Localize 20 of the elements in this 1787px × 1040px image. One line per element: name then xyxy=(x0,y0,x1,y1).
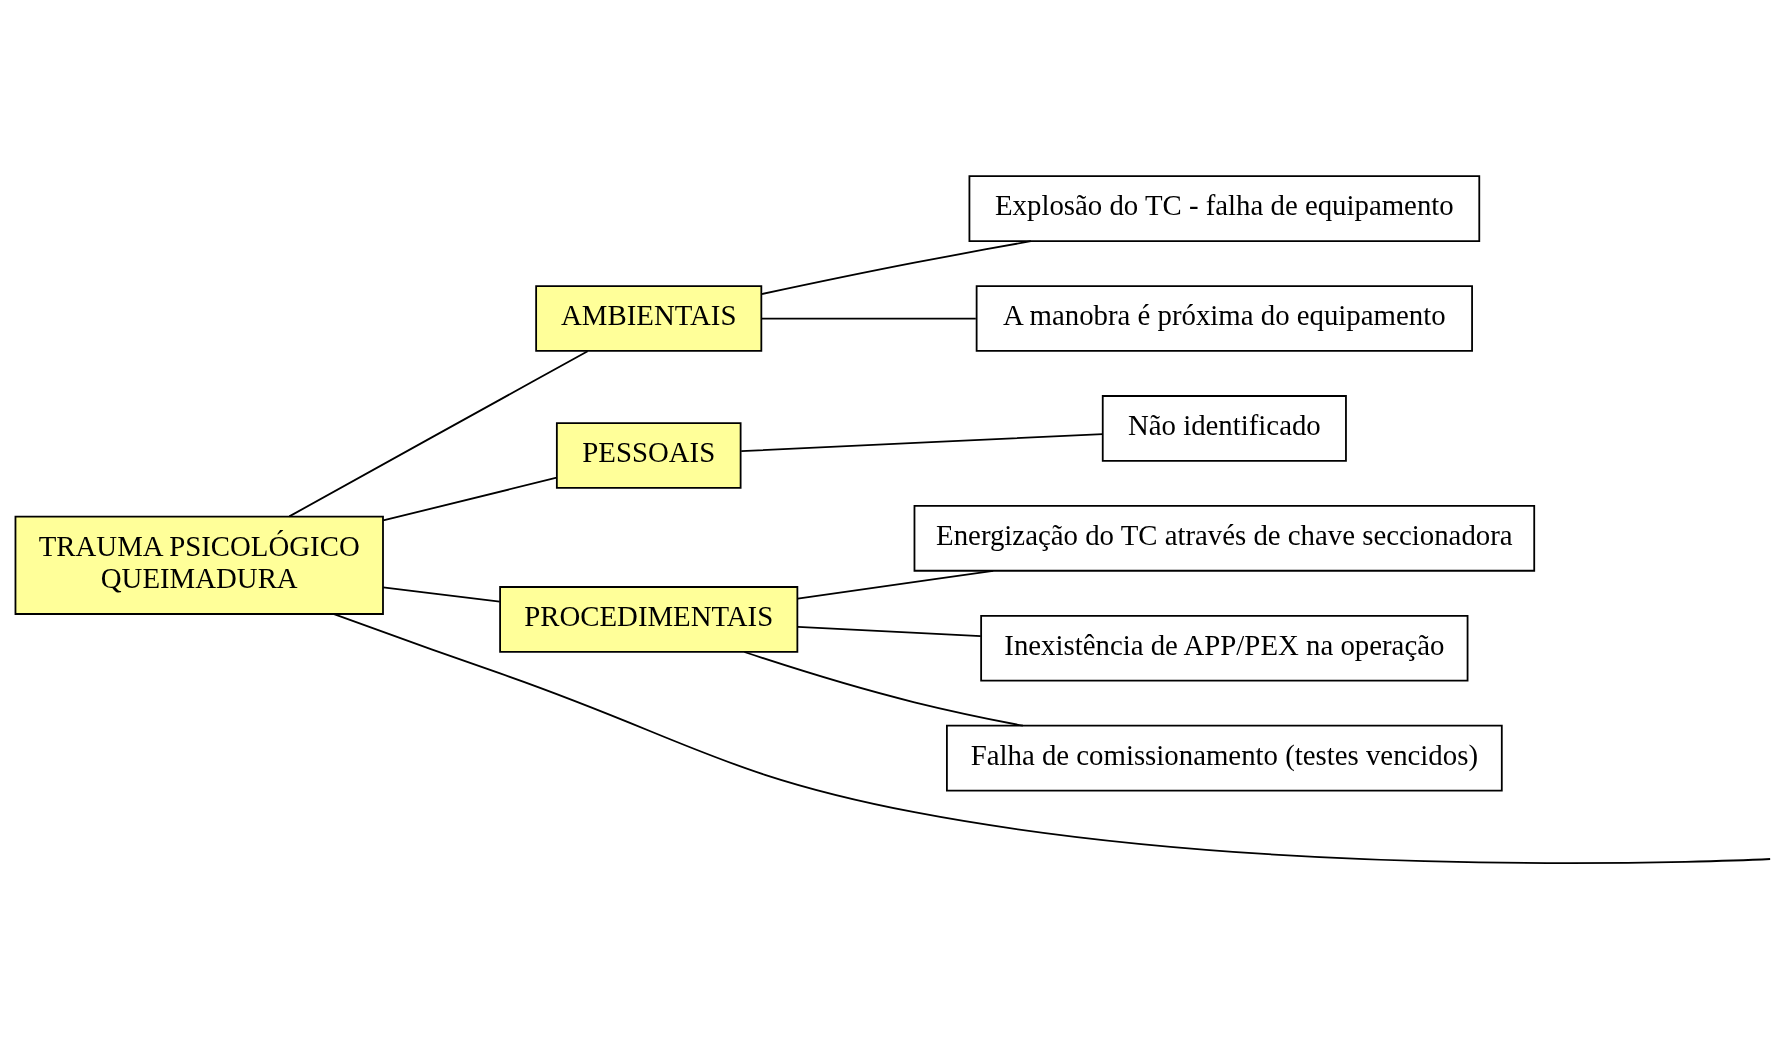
node-box: TRAUMA PSICOLÓGICO QUEIMADURA xyxy=(14,515,384,615)
connector xyxy=(382,476,558,522)
connector xyxy=(760,317,977,320)
node-box: Explosão do TC - falha de equipamento xyxy=(968,175,1481,242)
node-box: Energização do TC através de chave seccionadora xyxy=(913,505,1536,572)
node-box: PROCEDIMENTAIS xyxy=(499,586,799,653)
node-box: AMBIENTAIS xyxy=(535,285,763,352)
connector xyxy=(796,625,982,637)
node-box: Não identificado xyxy=(1101,395,1347,462)
connector xyxy=(796,569,995,600)
connector xyxy=(743,651,1024,727)
connector xyxy=(382,586,501,603)
connector xyxy=(333,613,1772,864)
connector xyxy=(288,350,589,518)
node-box: Inexistência de APP/PEX na operação xyxy=(980,614,1469,682)
node-box: PESSOAIS xyxy=(555,422,742,489)
connector xyxy=(760,240,1032,296)
node-box: Falha de comissionamento (testes vencidos) xyxy=(946,724,1503,792)
node-box: A manobra é próxima do equipamento xyxy=(975,285,1473,352)
connector xyxy=(740,433,1104,453)
